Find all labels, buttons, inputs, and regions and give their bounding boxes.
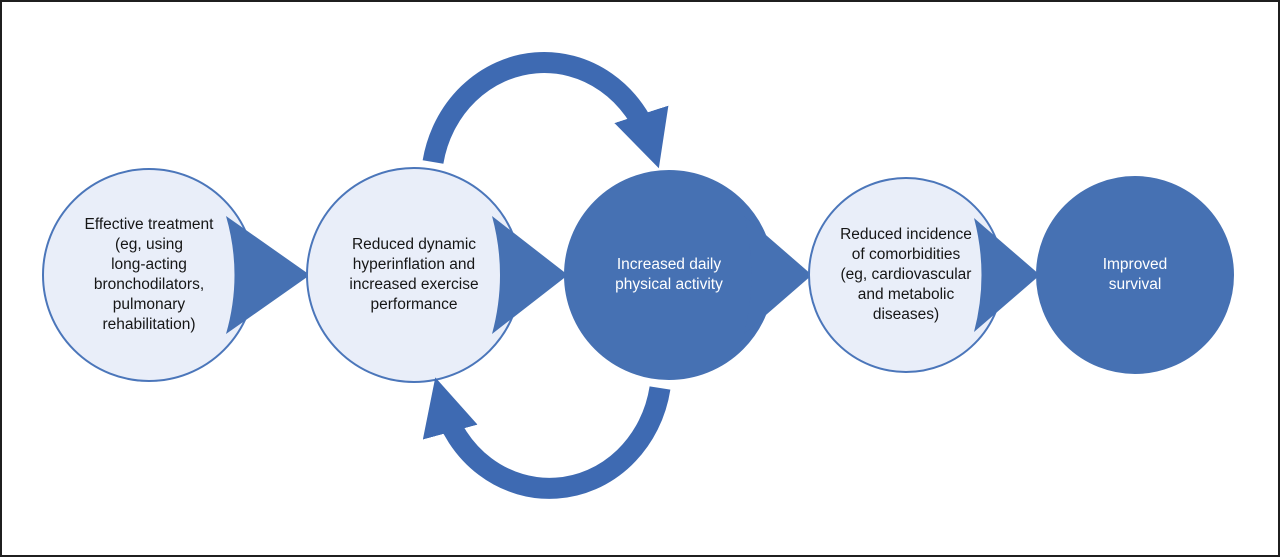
curved-arrow-counterclockwise-icon — [422, 377, 671, 499]
node-increased-activity-label: Increased daily physical activity — [615, 256, 723, 293]
node-increased-activity: Increased daily physical activity — [564, 170, 774, 380]
node-reduced-comorbidities-label: Reduced incidence of comorbidities (eg, … — [840, 226, 972, 323]
curved-arrow-clockwise-icon — [422, 52, 669, 169]
node-improved-survival: Improved survival — [1036, 176, 1234, 374]
node-reduced-hyperinflation-label: Reduced dynamic hyperinflation and incre… — [349, 236, 479, 313]
node-reduced-hyperinflation: Reduced dynamic hyperinflation and incre… — [306, 167, 522, 383]
node-effective-treatment-label: Effective treatment (eg, using long-acti… — [84, 216, 214, 333]
node-reduced-comorbidities: Reduced incidence of comorbidities (eg, … — [808, 177, 1004, 373]
node-improved-survival-label: Improved survival — [1102, 256, 1168, 293]
node-effective-treatment: Effective treatment (eg, using long-acti… — [42, 168, 256, 382]
